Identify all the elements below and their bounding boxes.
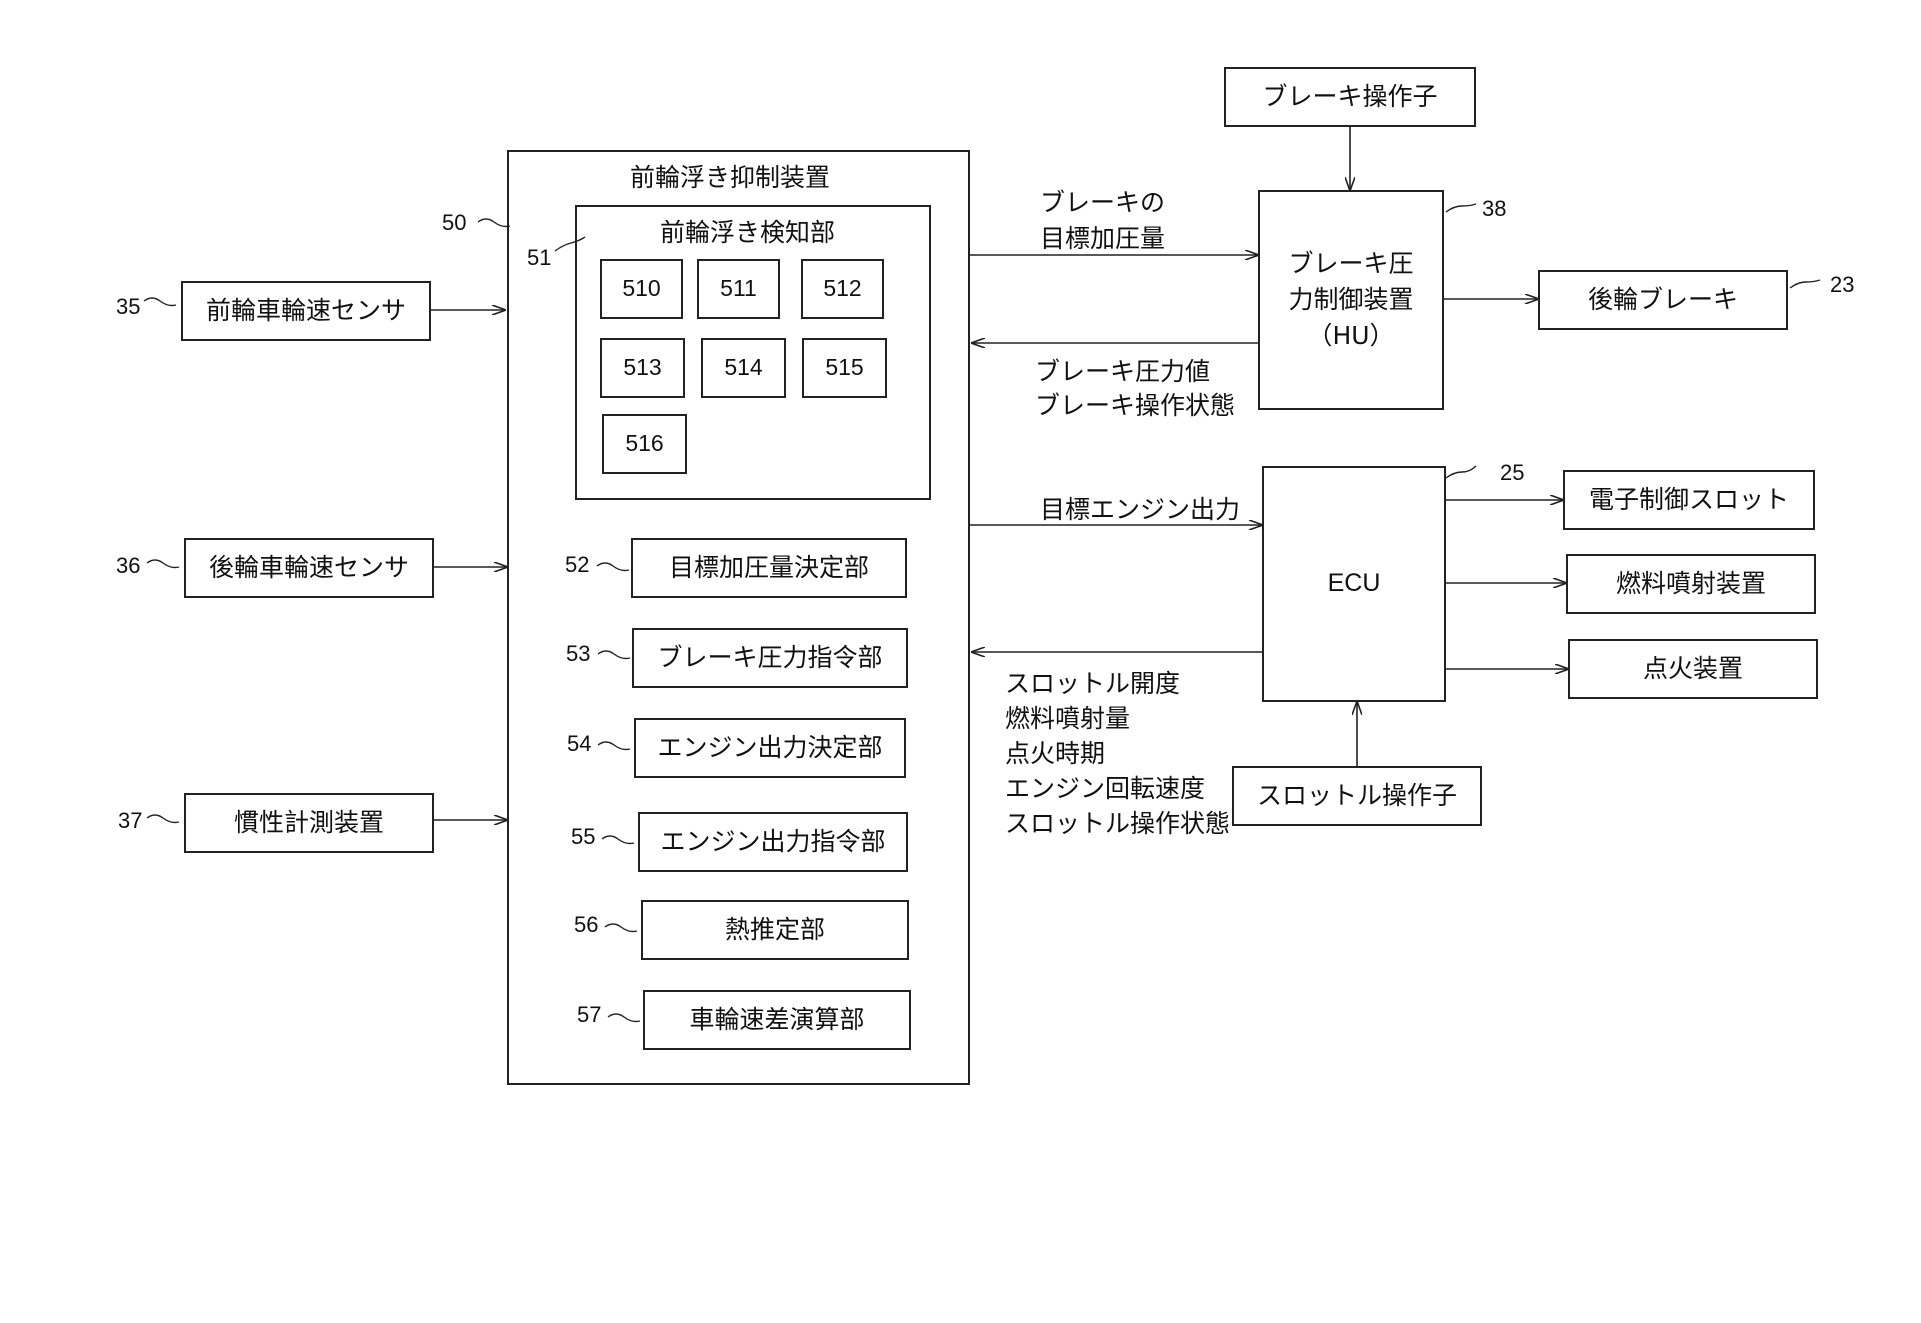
rear-wheel-brake: 後輪ブレーキ xyxy=(1538,270,1788,330)
brake-feedback-signal: ブレーキ圧力値 ブレーキ操作状態 xyxy=(1035,357,1236,420)
unit-57-ref: 57 xyxy=(577,1002,602,1027)
front-wheel-lift-suppression-device xyxy=(507,150,970,1085)
imu-ref: 37 xyxy=(118,808,143,833)
unit-55-ref: 55 xyxy=(571,824,596,849)
unit-54-ref: 54 xyxy=(567,731,592,756)
target-pressure-determiner: 目標加圧量決定部 xyxy=(631,538,907,598)
brake-operator: ブレーキ操作子 xyxy=(1224,67,1476,127)
wheel-speed-difference-calculator: 車輪速差演算部 xyxy=(643,990,911,1050)
heat-estimator: 熱推定部 xyxy=(641,900,909,960)
unit-56-ref: 56 xyxy=(574,912,599,937)
engine-output-determiner: エンジン出力決定部 xyxy=(634,718,906,778)
unit-52-ref: 52 xyxy=(565,552,590,577)
front-sensor-ref: 35 xyxy=(116,294,141,319)
engine-output-commander: エンジン出力指令部 xyxy=(638,812,908,872)
engine-feedback-signal: スロットル開度 燃料噴射量 点火時期 エンジン回転速度 スロットル操作状態 xyxy=(1005,669,1231,838)
hu-ref: 38 xyxy=(1482,196,1507,221)
cell-513: 513 xyxy=(600,338,685,398)
fuel-injector: 燃料噴射装置 xyxy=(1566,554,1816,614)
rear-brake-ref: 23 xyxy=(1830,272,1855,297)
cell-515: 515 xyxy=(802,338,887,398)
rear-sensor-ref: 36 xyxy=(116,553,141,578)
ecu: ECU xyxy=(1262,466,1446,702)
front-wheel-lift-detector xyxy=(575,205,931,500)
brake-target-pressure-signal: ブレーキの 目標加圧量 xyxy=(1040,188,1166,254)
cell-512: 512 xyxy=(801,259,884,319)
cell-511: 511 xyxy=(697,259,780,319)
electronic-throttle: 電子制御スロット xyxy=(1563,470,1815,530)
cell-516: 516 xyxy=(602,414,687,474)
ecu-ref: 25 xyxy=(1500,460,1525,485)
rear-wheel-speed-sensor: 後輪車輪速センサ xyxy=(184,538,434,598)
detector-title: 前輪浮き検知部 xyxy=(660,218,836,247)
unit-53-ref: 53 xyxy=(566,641,591,666)
ignition-device: 点火装置 xyxy=(1568,639,1818,699)
front-wheel-speed-sensor: 前輪車輪速センサ xyxy=(181,281,431,341)
cell-514: 514 xyxy=(701,338,786,398)
brake-pressure-control-unit: ブレーキ圧 力制御装置 （HU） xyxy=(1258,190,1444,410)
main-device-ref: 50 xyxy=(442,210,467,235)
throttle-operator: スロットル操作子 xyxy=(1232,766,1482,826)
inertial-measurement-unit: 慣性計測装置 xyxy=(184,793,434,853)
cell-510: 510 xyxy=(600,259,683,319)
detector-ref: 51 xyxy=(527,245,552,270)
main-device-title: 前輪浮き抑制装置 xyxy=(630,163,831,192)
brake-pressure-commander: ブレーキ圧力指令部 xyxy=(632,628,908,688)
target-engine-output-signal: 目標エンジン出力 xyxy=(1040,495,1241,524)
leader-lines xyxy=(143,203,1821,1023)
